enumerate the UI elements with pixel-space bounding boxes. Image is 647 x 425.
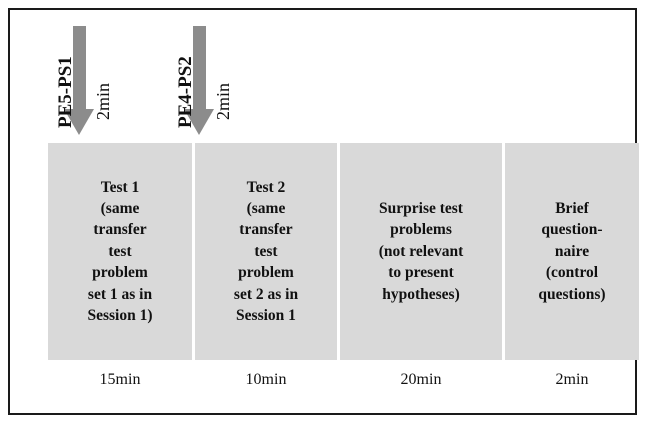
arrow-annotations-region: PE5-PS1 2min PE4-PS2 2min: [10, 10, 639, 143]
arrow-phase-label-1: PE5-PS1: [55, 56, 76, 128]
phase-cell-test-1: Test 1 (same transfer test problem set 1…: [48, 143, 192, 360]
phase-cell-surprise-test: Surprise test problems (not relevant to …: [340, 143, 502, 360]
arrow-annotation-1: PE5-PS1 2min: [36, 10, 186, 143]
figure-border-frame: PE5-PS1 2min PE4-PS2 2min Test 1 (same t…: [8, 8, 639, 415]
arrow-duration-label-1: 2min: [93, 82, 113, 120]
phase-duration-4: 2min: [555, 371, 589, 388]
arrow-phase-label-2: PE4-PS2: [175, 56, 196, 128]
phase-duration-1: 15min: [99, 371, 141, 388]
phase-cell-questionnaire: Brief question- naire (control questions…: [505, 143, 639, 360]
phase-cell-text: Test 2 (same transfer test problem set 2…: [233, 178, 299, 324]
phase-duration-2: 10min: [245, 371, 287, 388]
arrow-head: [64, 109, 94, 135]
arrow-head: [184, 109, 214, 135]
down-arrow-icon: [184, 26, 214, 135]
phase-cell-test-2: Test 2 (same transfer test problem set 2…: [195, 143, 337, 360]
phase-cells-row: Test 1 (same transfer test problem set 1…: [48, 143, 639, 360]
arrow-shaft: [193, 26, 206, 110]
arrow-shaft: [73, 26, 86, 110]
phase-cell-text: Surprise test problems (not relevant to …: [378, 200, 464, 303]
down-arrow-icon: [64, 26, 94, 135]
phase-cell-text: Brief question- naire (control questions…: [538, 200, 606, 303]
arrow-duration-label-2: 2min: [213, 82, 233, 120]
phase-cell-text: Test 1 (same transfer test problem set 1…: [87, 178, 153, 324]
phase-duration-3: 20min: [400, 371, 442, 388]
phase-durations-row: 15min 10min 20min 2min: [48, 360, 639, 400]
arrow-annotation-2: PE4-PS2 2min: [156, 10, 306, 143]
